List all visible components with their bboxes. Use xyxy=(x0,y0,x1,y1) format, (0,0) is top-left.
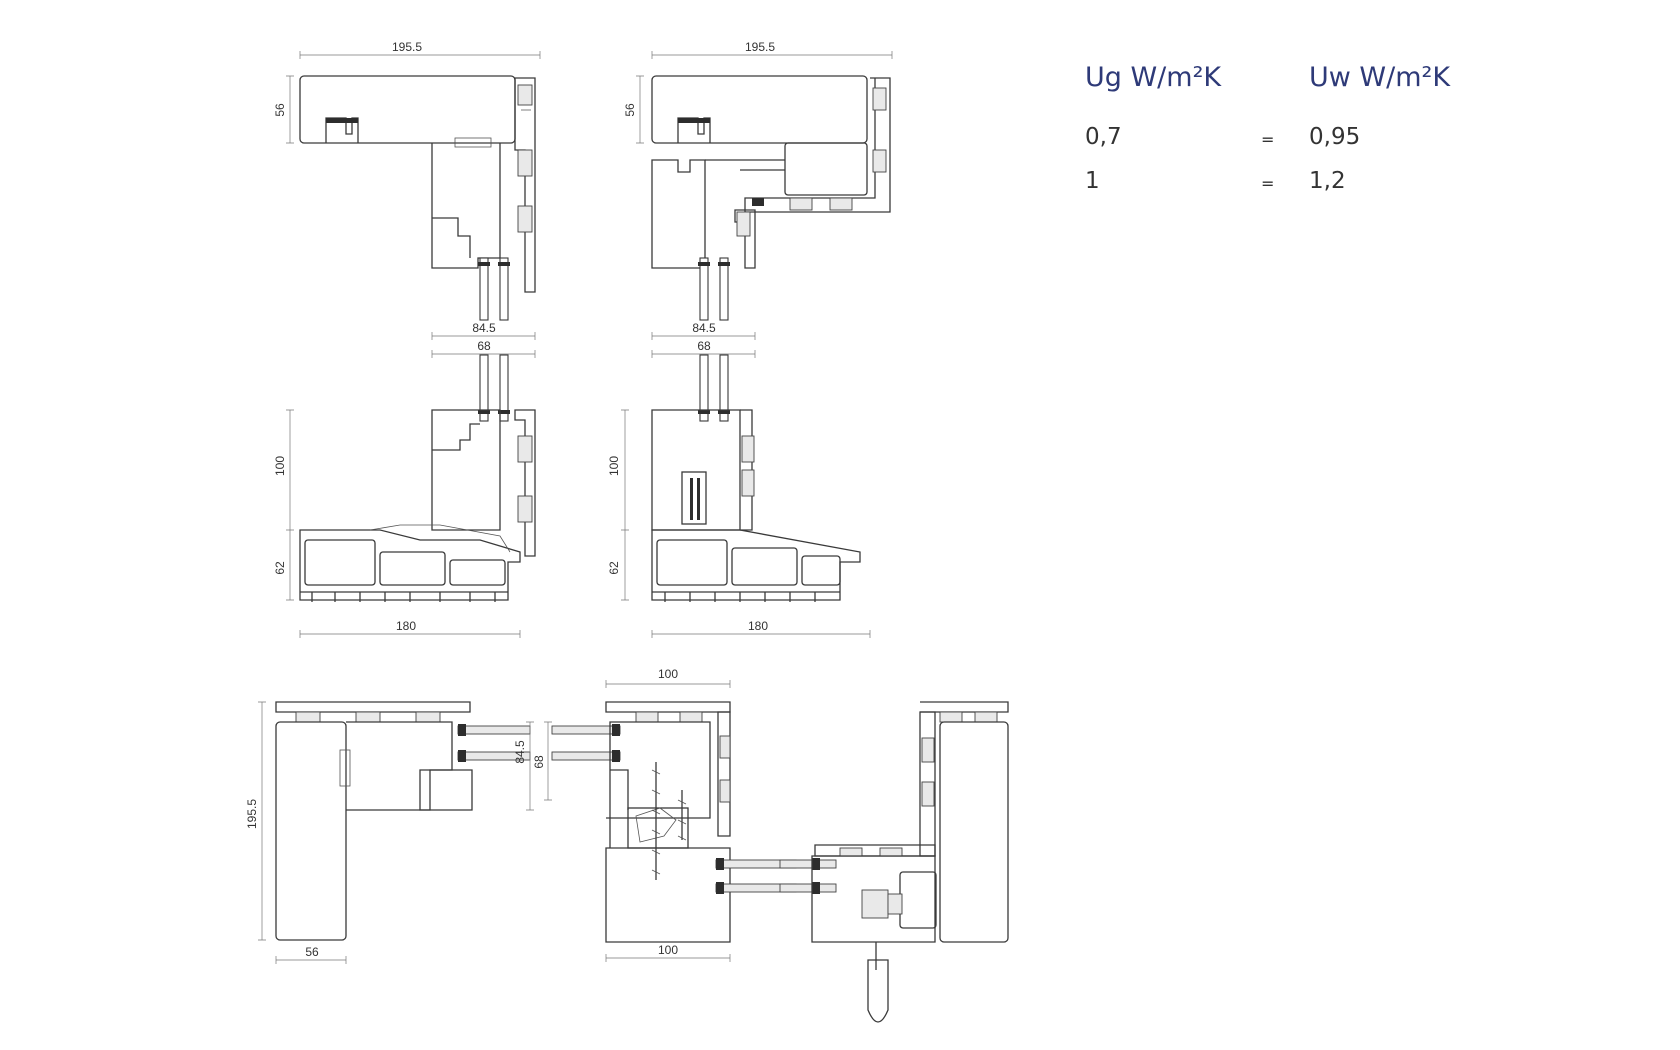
head-section-right xyxy=(651,75,891,321)
plan-section-middle xyxy=(551,701,797,943)
sill-section-left xyxy=(299,354,536,602)
dim-sash-left-outer: 84.5 xyxy=(472,321,496,335)
ug-header: Ug W/m²K xyxy=(1085,62,1222,93)
ug-value-row-2: 1 xyxy=(1085,168,1100,194)
dim-sill-left-width: 180 xyxy=(396,619,416,633)
dim-plan-jamb-height: 195.5 xyxy=(245,799,259,829)
uw-header: Uw W/m²K xyxy=(1309,62,1451,93)
ug-value-row-1: 0,7 xyxy=(1085,124,1122,150)
dim-head-left-width: 195.5 xyxy=(392,40,422,54)
dim-sill-left-height: 100 xyxy=(273,456,287,476)
equals-row-1: = xyxy=(1261,130,1275,149)
dim-plan-mid-sash-outer: 84.5 xyxy=(513,740,527,764)
head-section-left xyxy=(299,75,536,321)
dim-plan-mid-bottom: 100 xyxy=(658,943,678,957)
dim-sash-right-inner: 68 xyxy=(697,339,711,353)
dim-sill-right-width: 180 xyxy=(748,619,768,633)
dim-sill-left-base: 62 xyxy=(273,561,287,575)
dim-sill-right-base: 62 xyxy=(607,561,621,575)
plan-section-left xyxy=(275,701,531,941)
dim-head-right-height: 56 xyxy=(623,103,637,117)
dim-head-right-width: 195.5 xyxy=(745,40,775,54)
sill-section-right xyxy=(651,354,861,602)
plan-section-right xyxy=(779,701,1009,1023)
uw-value-row-1: 0,95 xyxy=(1309,124,1361,150)
dimension-lines xyxy=(258,51,893,964)
dim-plan-jamb-width: 56 xyxy=(305,945,319,959)
dim-head-left-height: 56 xyxy=(273,103,287,117)
dim-sill-right-height: 100 xyxy=(607,456,621,476)
dim-sash-right-outer: 84.5 xyxy=(692,321,716,335)
dimension-labels: 195.5 195.5 56 56 84.5 68 84.5 68 100 62… xyxy=(245,40,775,959)
dim-plan-mid-top: 100 xyxy=(658,667,678,681)
uw-value-row-2: 1,2 xyxy=(1309,168,1346,194)
dim-plan-mid-sash-inner: 68 xyxy=(532,755,546,769)
dim-sash-left-inner: 68 xyxy=(477,339,491,353)
equals-row-2: = xyxy=(1261,174,1275,193)
